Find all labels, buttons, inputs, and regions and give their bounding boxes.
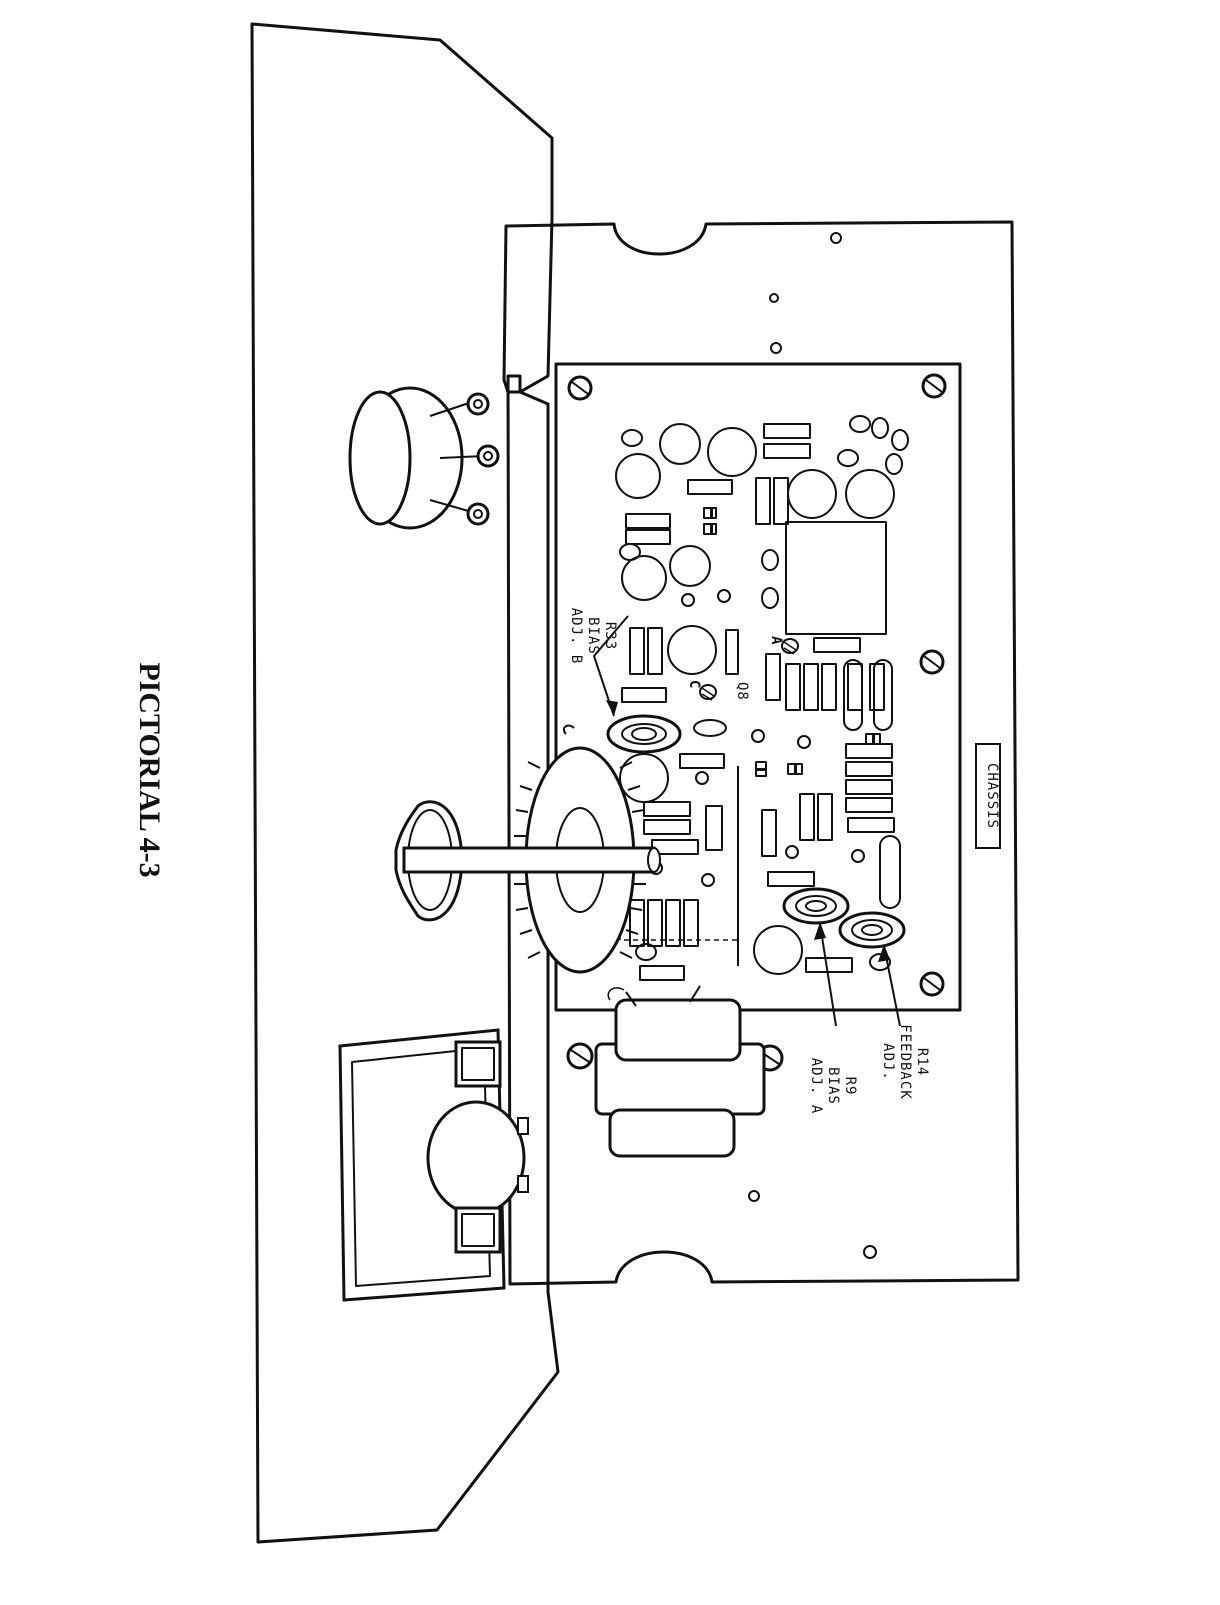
figure-title: PICTORIAL 4-3 <box>133 662 166 877</box>
r14-trimpot <box>838 911 906 949</box>
r14-label-line3: ADJ. <box>880 1043 896 1081</box>
ovals <box>619 415 909 971</box>
r14-label-line1: R14 <box>914 1048 930 1076</box>
r9-callout: R9 BIAS ADJ. A <box>808 1058 858 1115</box>
resistors <box>621 423 895 981</box>
r33-label-line1: R33 <box>602 622 618 650</box>
r9-label-line1: R9 <box>842 1077 858 1096</box>
r33-label-line2: BIAS <box>585 617 601 655</box>
panel-meter <box>338 1028 529 1302</box>
r9-label-line3: ADJ. A <box>808 1058 824 1115</box>
r33-callout: R33 BIAS ADJ. B <box>568 608 618 665</box>
r33-label-line3: ADJ. B <box>568 608 584 665</box>
chassis-plate <box>502 220 1020 1286</box>
front-panel <box>250 22 560 1544</box>
switch-shaft <box>394 800 661 922</box>
chassis-label-box <box>975 743 1001 849</box>
chassis-holes <box>748 232 877 1259</box>
diodes <box>703 507 881 777</box>
r14-callout: R14 FEEDBACK ADJ. <box>880 1024 930 1099</box>
r9-trimpot <box>782 887 850 925</box>
callout-arrows <box>593 615 901 1027</box>
chassis-label: CHASSIS <box>984 763 1000 829</box>
panel-potentiometer <box>348 386 500 530</box>
r14-label-line2: FEEDBACK <box>897 1024 913 1099</box>
r33-trimpot <box>606 714 682 754</box>
board-marking-q8: Q8 <box>734 682 750 701</box>
module-block <box>785 521 887 635</box>
test-point-a: A <box>768 636 784 645</box>
power-transformer <box>594 985 766 1158</box>
test-point-pads <box>699 638 799 701</box>
r9-label-line2: BIAS <box>825 1067 841 1105</box>
test-point-c: C <box>686 680 702 689</box>
circuit-board <box>554 362 962 1012</box>
